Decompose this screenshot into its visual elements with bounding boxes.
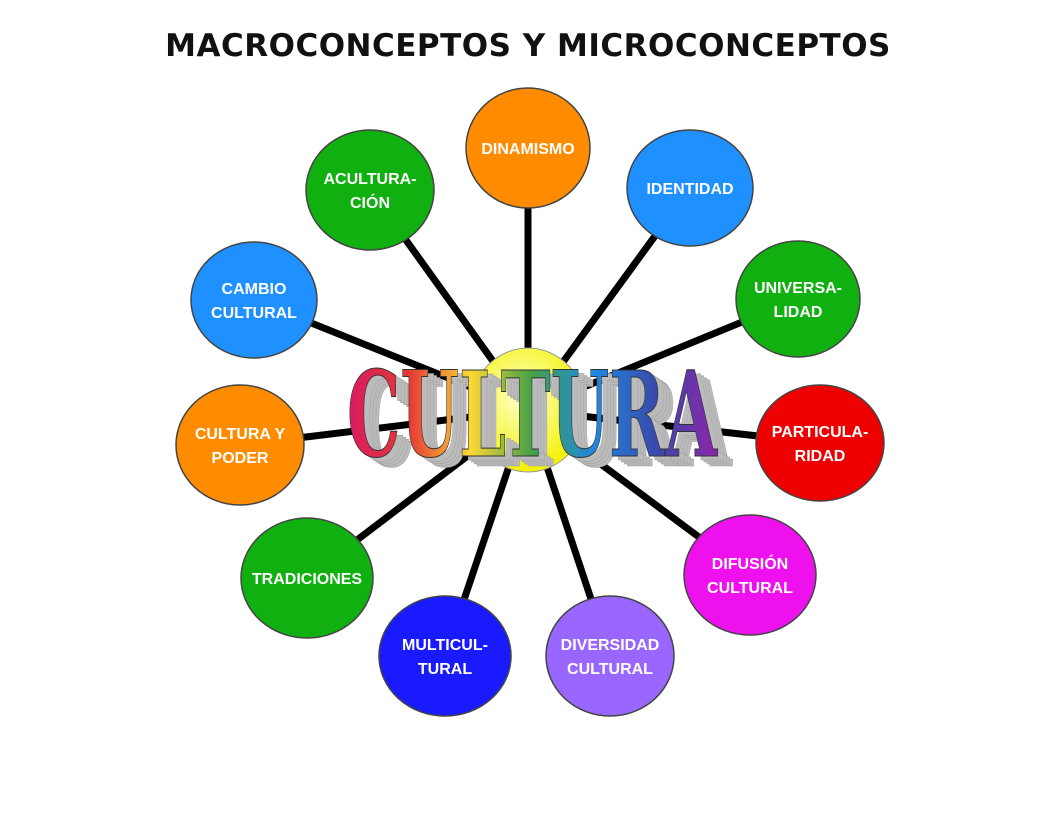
center-word: CULTURA bbox=[347, 345, 718, 484]
node-label: TRADICIONES bbox=[252, 571, 363, 588]
word-shadow: CULTURA bbox=[356, 351, 727, 490]
node-circle bbox=[735, 240, 861, 358]
node-cambio-cultural: CAMBIO CULTURAL bbox=[190, 241, 318, 359]
node-circle bbox=[378, 595, 512, 717]
node-label: CULTURA Y bbox=[195, 426, 286, 443]
node-label: UNIVERSA- bbox=[754, 280, 842, 297]
node-circle bbox=[755, 384, 885, 502]
word-shadow: CULTURA bbox=[359, 353, 730, 492]
word-shadow: CULTURA bbox=[353, 349, 724, 488]
node-label: CULTURAL bbox=[707, 580, 793, 597]
node-label: RIDAD bbox=[795, 448, 846, 465]
node-circle bbox=[240, 517, 374, 639]
node-circle bbox=[190, 241, 318, 359]
node-particularidad: PARTICULA- RIDAD bbox=[755, 384, 885, 502]
word-shadow: CULTURA bbox=[362, 355, 733, 494]
node-label: DIVERSIDAD bbox=[561, 637, 660, 654]
node-label: CIÓN bbox=[350, 193, 390, 212]
node-circle bbox=[465, 87, 591, 209]
hub-circle bbox=[469, 347, 587, 473]
page-title: MACROCONCEPTOS Y MICROCONCEPTOS bbox=[165, 28, 891, 64]
node-label: ACULTURA- bbox=[323, 171, 416, 188]
node-dinamismo: DINAMISMO bbox=[465, 87, 591, 209]
node-label: LIDAD bbox=[774, 304, 823, 321]
node-aculturacion: ACULTURA- CIÓN bbox=[305, 129, 435, 251]
concept-nodes: DINAMISMO IDENTIDAD UNIVERSA- LIDAD PARTICUL… bbox=[175, 87, 885, 717]
node-identidad: IDENTIDAD bbox=[626, 129, 754, 247]
node-label: TURAL bbox=[418, 661, 472, 678]
node-label: IDENTIDAD bbox=[646, 181, 733, 198]
node-label: CULTURAL bbox=[567, 661, 653, 678]
node-circle bbox=[545, 595, 675, 717]
node-diversidad-cultural: DIVERSIDAD CULTURAL bbox=[545, 595, 675, 717]
node-label: PARTICULA- bbox=[772, 424, 869, 441]
node-multicultural: MULTICUL- TURAL bbox=[378, 595, 512, 717]
node-universalidad: UNIVERSA- LIDAD bbox=[735, 240, 861, 358]
node-label: CAMBIO bbox=[222, 281, 287, 298]
node-difusion-cultural: DIFUSIÓN CULTURAL bbox=[683, 514, 817, 636]
node-label: DINAMISMO bbox=[481, 141, 574, 158]
node-label: DIFUSIÓN bbox=[712, 554, 788, 573]
node-label: MULTICUL- bbox=[402, 637, 488, 654]
node-label: CULTURAL bbox=[211, 305, 297, 322]
node-circle bbox=[305, 129, 435, 251]
node-tradiciones: TRADICIONES bbox=[240, 517, 374, 639]
node-circle bbox=[175, 384, 305, 506]
node-circle bbox=[683, 514, 817, 636]
node-circle bbox=[626, 129, 754, 247]
node-label: PODER bbox=[212, 450, 269, 467]
node-cultura-y-poder: CULTURA Y PODER bbox=[175, 384, 305, 506]
